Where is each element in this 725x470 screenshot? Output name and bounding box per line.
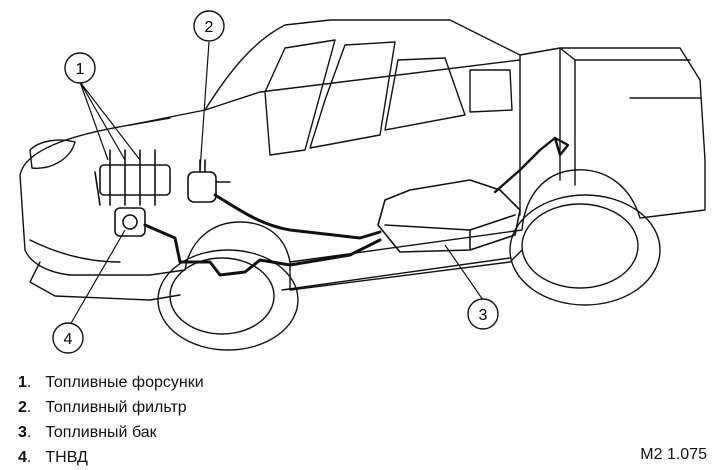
legend-number: 1 bbox=[18, 374, 27, 391]
callout-2: 2 bbox=[193, 10, 225, 42]
callout-3: 3 bbox=[467, 298, 499, 330]
bumper-line bbox=[29, 239, 121, 263]
fuel-filter bbox=[187, 159, 231, 203]
legend-label: Топливный фильтр bbox=[45, 399, 187, 416]
fuel-tank bbox=[377, 179, 521, 253]
fuel-lines bbox=[143, 193, 382, 277]
fuel-injectors bbox=[94, 149, 171, 206]
legend-number: 4 bbox=[18, 449, 27, 466]
legend-separator: . bbox=[26, 374, 32, 391]
legend-item-fuel-pump: 4. ТНВД bbox=[18, 445, 204, 470]
cab-windows bbox=[264, 39, 513, 156]
legend-number: 3 bbox=[18, 424, 27, 441]
headlight bbox=[29, 139, 76, 169]
legend-label: Топливные форсунки bbox=[45, 374, 204, 391]
rear-wheel bbox=[509, 194, 661, 306]
callout-1: 1 bbox=[64, 52, 96, 84]
legend-separator: . bbox=[26, 449, 32, 466]
legend-item-fuel-tank: 3. Топливный бак bbox=[18, 420, 204, 445]
pickup-fuel-system-illustration: 1 2 3 4 bbox=[19, 10, 706, 354]
legend-label: ТНВД bbox=[45, 449, 88, 466]
legend-item-fuel-filter: 2. Топливный фильтр bbox=[18, 395, 204, 420]
callout-4: 4 bbox=[52, 322, 84, 354]
legend-item-fuel-injectors: 1. Топливные форсунки bbox=[18, 370, 204, 395]
callout-3-number: 3 bbox=[479, 307, 488, 324]
callout-2-number: 2 bbox=[205, 19, 214, 36]
legend-separator: . bbox=[26, 399, 32, 416]
legend-list: 1.Топливные форсунки 2.Топливный фильтр … bbox=[18, 370, 204, 470]
leader-lines bbox=[69, 41, 484, 326]
callout-4-number: 4 bbox=[64, 331, 73, 348]
legend-separator: . bbox=[26, 424, 32, 441]
legend-label: Топливный бак bbox=[45, 424, 157, 441]
front-wheel bbox=[157, 249, 299, 351]
filler-neck bbox=[493, 136, 570, 194]
figure-code: M2 1.075 bbox=[640, 446, 707, 463]
fuel-pump bbox=[114, 207, 146, 237]
truck-body-outline bbox=[19, 19, 706, 301]
callout-1-number: 1 bbox=[76, 61, 85, 78]
legend-number: 2 bbox=[18, 399, 27, 416]
